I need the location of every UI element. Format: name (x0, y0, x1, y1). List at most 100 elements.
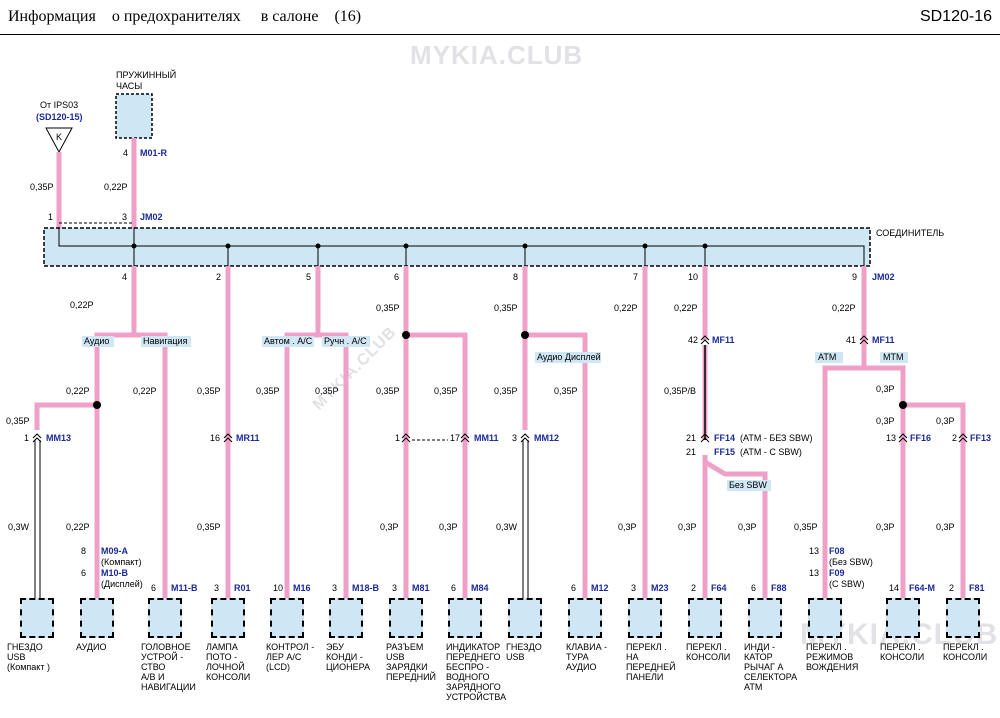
wire-size: 0,3P (738, 522, 757, 532)
branch-label-bg (535, 352, 601, 363)
wire-size: 0,3P (876, 384, 895, 394)
pin-number: 6 (81, 568, 87, 578)
wire-size: 0,35P (30, 182, 54, 192)
wire-size: 0,35P (434, 386, 458, 396)
wire-size: 0,35P (197, 522, 221, 532)
wire-size: 0,3P (876, 522, 895, 532)
component-label: СЕЛЕКТОРА (744, 672, 798, 682)
wire-size: 0,22P (674, 303, 698, 313)
connector-id: M16 (293, 583, 311, 593)
component-connector (946, 598, 980, 638)
component-label: КОНСОЛИ (686, 652, 731, 662)
component-label: ПЕРЕКЛ . (806, 642, 847, 652)
component-label: ПЕРЕКЛ . (626, 642, 667, 652)
pin-number: 2 (949, 583, 955, 593)
pin-number: 1 (395, 433, 400, 443)
joint-label: СОЕДИНИТЕЛЬ (876, 228, 944, 238)
pin-number: 10 (688, 272, 698, 282)
wire-size: 0,3P (618, 522, 637, 532)
pin-number: 14 (889, 583, 900, 593)
connector-id: M11-B (171, 583, 198, 593)
clock-label: ЧАСЫ (116, 81, 142, 91)
branch-label-mtm: MTM (883, 352, 904, 362)
pin-number: 13 (886, 433, 896, 443)
component-label: USB (506, 652, 525, 662)
branch-label-audio: Аудио (84, 336, 109, 346)
pin-number: 3 (512, 433, 517, 443)
wire-size: 0,22P (133, 386, 157, 396)
component-label: ЛЕР A/C (266, 652, 302, 662)
component-connector (448, 598, 482, 638)
pin-number: 6 (151, 583, 157, 593)
diagram-header: Информация о предохранителях в салоне (1… (0, 0, 1000, 35)
connector-id: FF13 (970, 433, 991, 443)
connector-id: M09-A (101, 546, 129, 556)
connector-note: (Без SBW) (829, 557, 873, 567)
component-connector (148, 598, 182, 638)
connector-id: M84 (471, 583, 489, 593)
pin-number: 8 (81, 546, 87, 556)
component-label: ГОЛОВНОЕ (141, 642, 191, 652)
connector-id: JM02 (140, 212, 163, 222)
component-label: ИНДИ - (744, 642, 776, 652)
pin-number: 21 (686, 433, 696, 443)
pin-number: 2 (216, 272, 221, 282)
component-label: КОНСОЛИ (880, 652, 925, 662)
component-label: ATM (744, 682, 763, 692)
component-connector (211, 598, 245, 638)
connector-id: M81 (412, 583, 430, 593)
branch-label-atm: ATM (818, 352, 836, 362)
connector-id: F64 (711, 583, 727, 593)
component-connector (748, 598, 782, 638)
component-label: РЫЧАГ А (744, 662, 784, 672)
connector-note: (Компакт) (101, 557, 142, 567)
component-label: АУДИО (76, 642, 107, 652)
component-label: АУДИО (566, 662, 597, 672)
connector-id: MM13 (46, 433, 71, 443)
component-label: ПЕРЕКЛ . (943, 642, 984, 652)
component-label: (Компакт ) (7, 662, 50, 672)
component-label: НА (626, 652, 639, 662)
branch-label-manual-ac: Ручн . A/C (324, 336, 367, 346)
connector-id: F09 (829, 568, 845, 578)
wire-size: 0,22P (832, 303, 856, 313)
component-label: ВОДНОГО (446, 672, 490, 682)
connector-id: F08 (829, 546, 845, 556)
wire-size: 0,35P (554, 386, 578, 396)
wire-size: 0,35P/B (664, 386, 696, 396)
component-label: (LCD) (266, 662, 290, 672)
connector-id: FF15 (714, 447, 735, 457)
pin-number: 21 (686, 447, 696, 457)
pin-number: 5 (306, 272, 311, 282)
component-connector (508, 598, 542, 638)
wire-size: 0,35P (256, 386, 280, 396)
component-connector (270, 598, 304, 638)
pin-number: 8 (513, 272, 518, 282)
connector-id: M01-R (140, 148, 168, 158)
wire-size: 0,22P (614, 303, 638, 313)
component-label: КОНСОЛИ (943, 652, 988, 662)
component-label: УСТРОЙ - (141, 652, 184, 662)
pin-number: 4 (123, 148, 128, 158)
connector-id: M18-B (352, 583, 380, 593)
connector-note: (Дисплей) (101, 579, 143, 589)
pin-number: 13 (809, 568, 820, 578)
connector-id: M23 (651, 583, 669, 593)
component-label: ПАНЕЛИ (626, 672, 664, 682)
branch-label-bg (880, 352, 908, 363)
component-label: ПЕРЕКЛ . (880, 642, 921, 652)
pin-number: 3 (122, 212, 127, 222)
connector-id: M12 (591, 583, 609, 593)
wire-size: 0,35P (494, 386, 518, 396)
branch-label-bg (262, 336, 314, 347)
component-label: ПЕРЕДНЕГО (446, 652, 501, 662)
wire-size: 0,35P (376, 303, 400, 313)
component-label: КАТОР (744, 652, 773, 662)
pin-number: 6 (451, 583, 457, 593)
source-ref-link[interactable]: (SD120-15) (36, 112, 83, 122)
source-from-label: От IPS03 (40, 100, 78, 110)
wire-size: 0,3P (380, 522, 399, 532)
component-label: ПЕРЕДНИЙ (386, 672, 437, 682)
pin-number: 1 (24, 433, 29, 443)
